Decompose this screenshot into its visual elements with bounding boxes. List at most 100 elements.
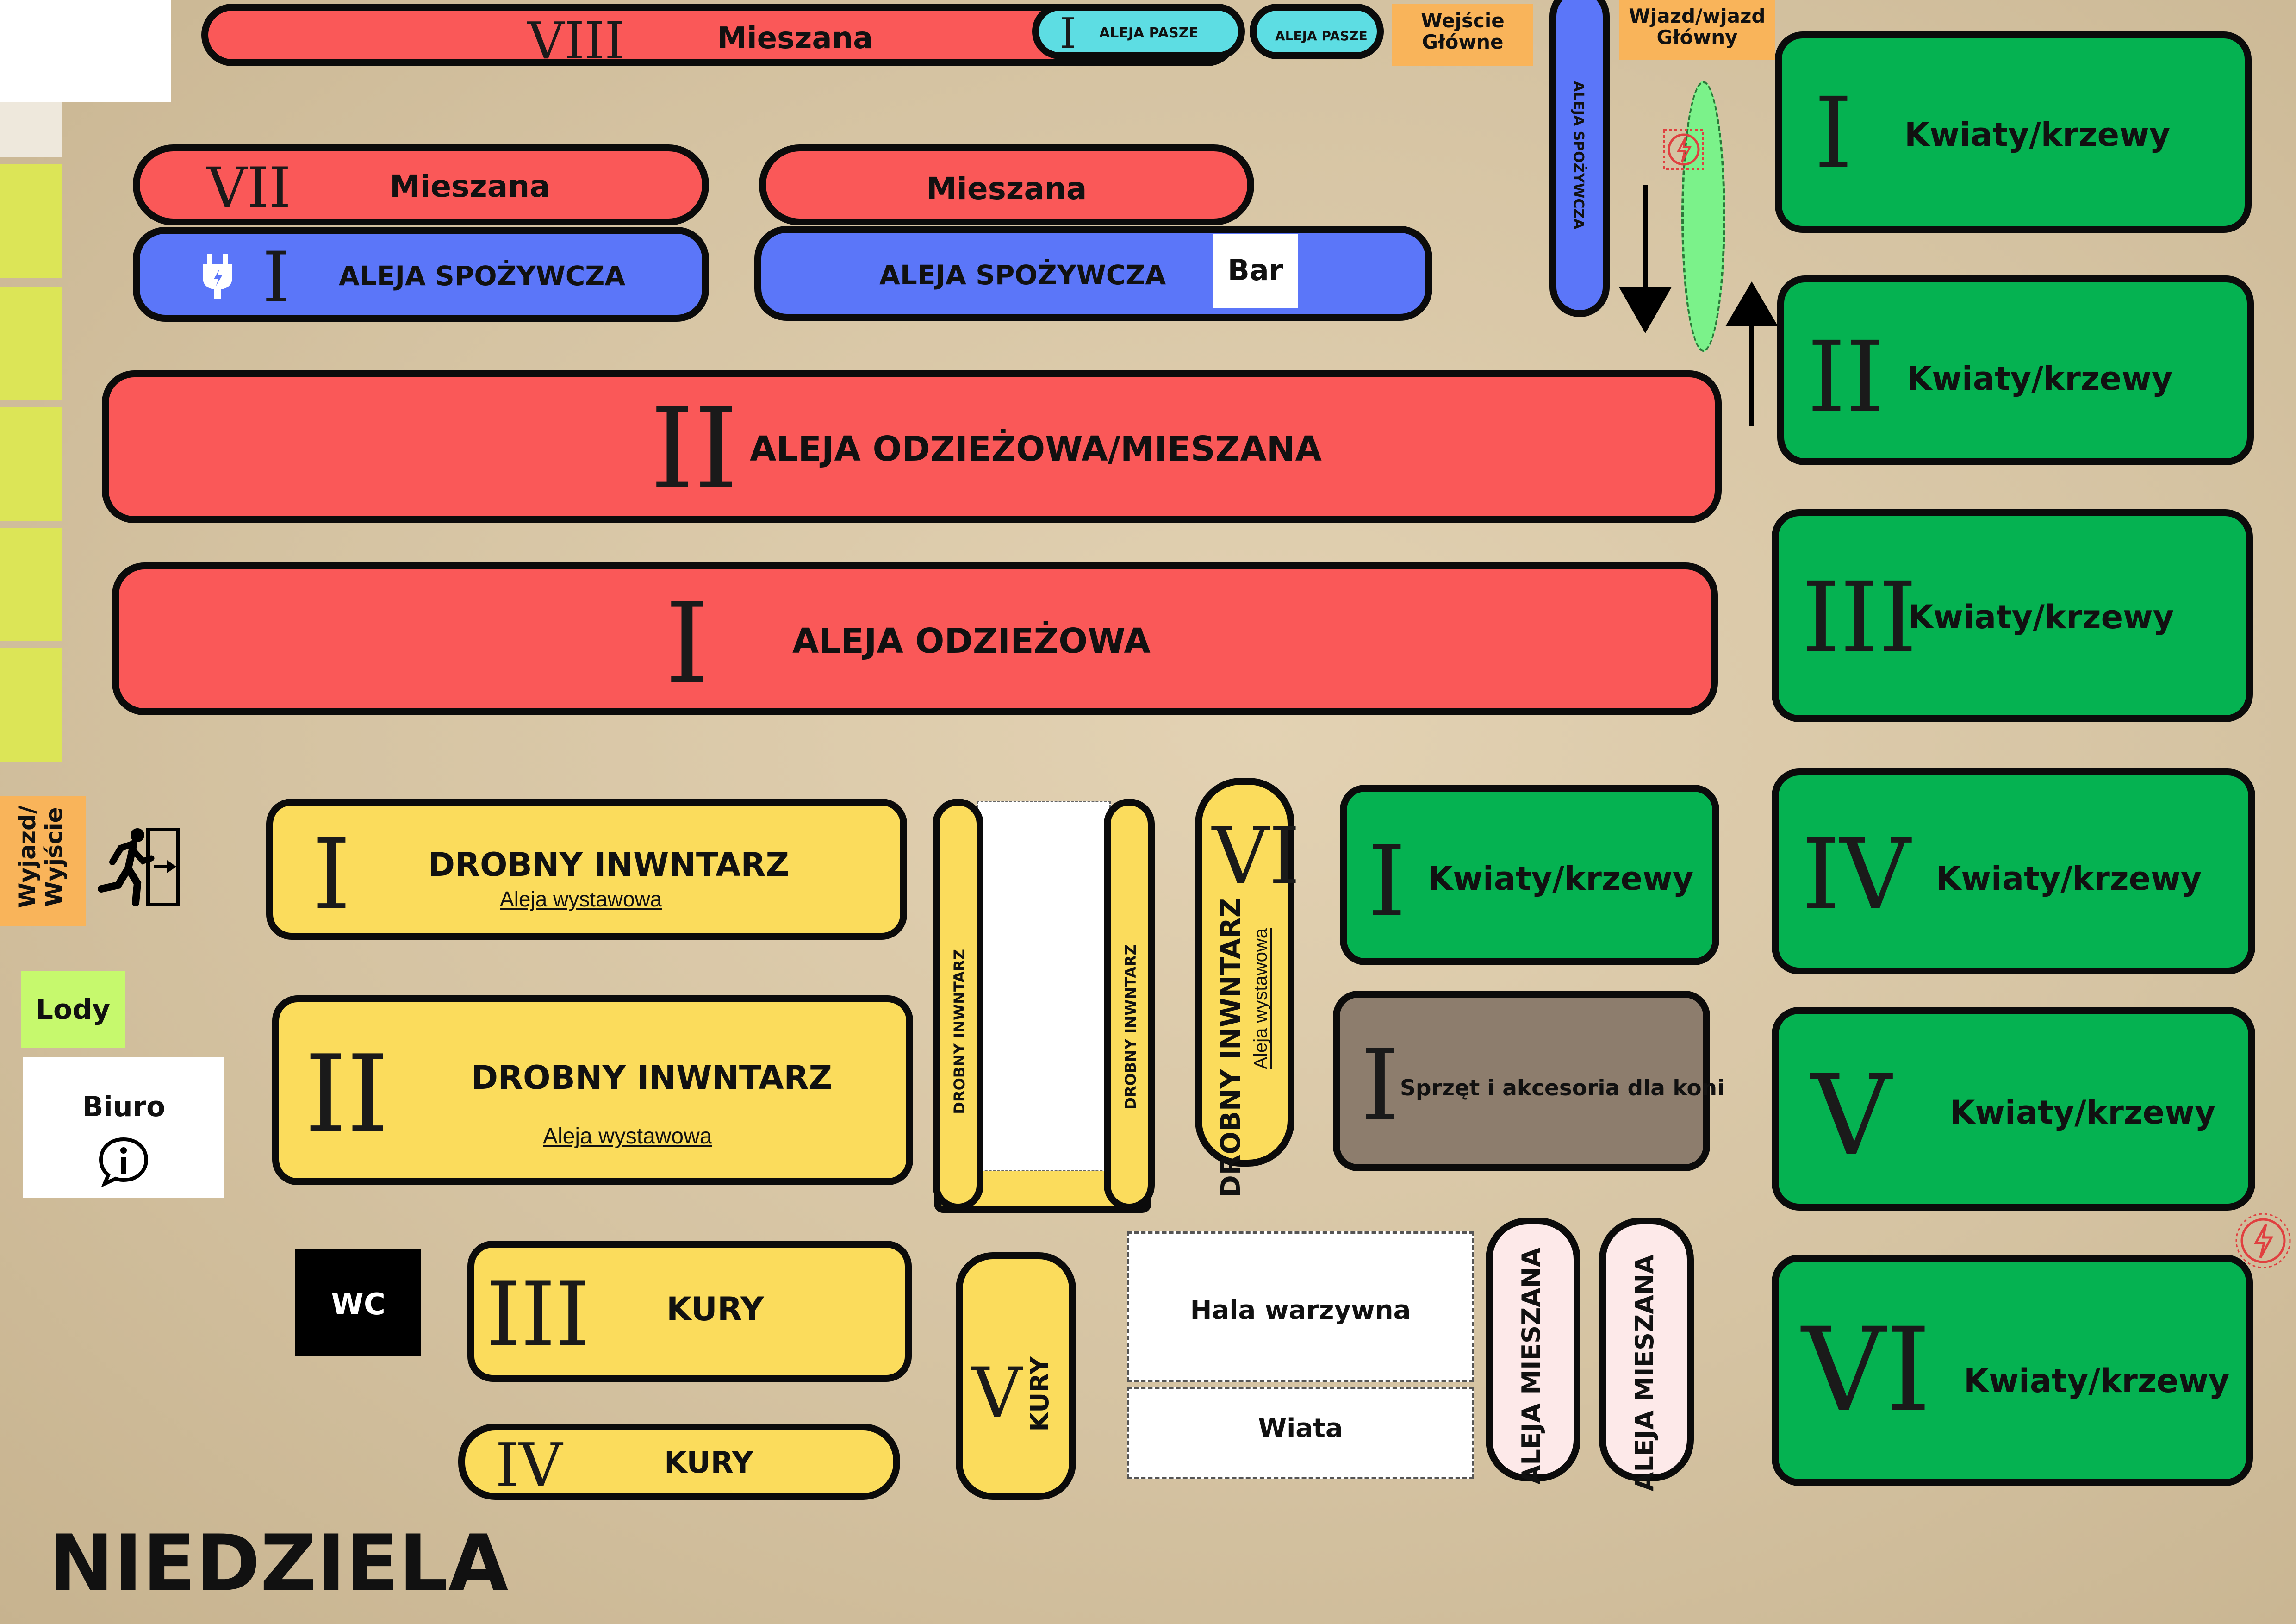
parking-strip xyxy=(0,287,62,400)
row-label: Kwiaty/krzewy xyxy=(1950,1093,2216,1131)
row-label: ALEJA PASZE xyxy=(1099,25,1198,41)
hall-label: Hala warzywna xyxy=(1190,1295,1411,1325)
row-label: Kwiaty/krzewy xyxy=(1908,598,2174,636)
row-numeral: VI xyxy=(1212,811,1300,902)
entrance-label: Wejście Główne xyxy=(1421,9,1505,54)
vertical-label: DROBNY INWNTARZ xyxy=(951,949,968,1114)
row-label: Kwiaty/krzewy xyxy=(1904,116,2171,154)
row-label: KURY xyxy=(666,1290,764,1328)
row-label: Kwiaty/krzewy xyxy=(1936,860,2202,898)
clothing-mixed-alley[interactable]: II ALEJA ODZIEŻOWA/MIESZANA xyxy=(102,370,1722,523)
row-numeral: III xyxy=(1802,561,1917,675)
mixed-alley-2[interactable]: ALEJA MIESZANA xyxy=(1599,1218,1694,1491)
row-vii-mixed[interactable]: VII Mieszana xyxy=(133,144,709,225)
arrow-down-icon xyxy=(1619,185,1672,333)
row-sublabel: Aleja wystawowa xyxy=(543,1124,712,1149)
row-numeral: VIII xyxy=(528,11,625,70)
parking-strip xyxy=(0,528,62,641)
row-numeral: I xyxy=(262,237,290,318)
small-livestock-row-2[interactable]: II DROBNY INWNTARZ Aleja wystawowa xyxy=(272,995,913,1185)
exit[interactable]: Wyjazd/ Wyjście xyxy=(0,796,86,926)
bar-label: Bar xyxy=(1227,253,1283,287)
wc-label: WC xyxy=(331,1287,386,1322)
row-numeral: II xyxy=(650,384,738,514)
small-livestock-vi[interactable]: VI DROBNY INWNTARZ Aleja wystawowa xyxy=(1195,778,1300,1197)
small-livestock-vertical-right[interactable]: DROBNY INWNTARZ xyxy=(1104,799,1155,1211)
row-label: Sprzęt i akcesoria dla koni xyxy=(1400,1075,1725,1101)
day-title: NIEDZIELA xyxy=(49,1518,509,1609)
row-numeral: IV xyxy=(1802,818,1910,931)
parking-strip xyxy=(0,164,62,278)
clothing-alley[interactable]: I ALEJA ODZIEŻOWA xyxy=(112,562,1718,715)
row-label: Kwiaty/krzewy xyxy=(1428,860,1694,898)
mixed-alley-1[interactable]: ALEJA MIESZANA xyxy=(1486,1218,1580,1485)
exhibition-space xyxy=(977,801,1111,1171)
vertical-label: DROBNY INWNTARZ xyxy=(1122,944,1139,1110)
flowers-middle[interactable]: I Kwiaty/krzewy xyxy=(1340,785,1719,965)
flowers-row-5[interactable]: V Kwiaty/krzewy xyxy=(1772,1007,2255,1211)
ice-cream-label: Lody xyxy=(35,993,111,1026)
row-label: ALEJA ODZIEŻOWA xyxy=(792,621,1151,661)
emergency-exit-icon xyxy=(98,828,180,906)
food-alley-vertical[interactable]: ALEJA SPOŻYWCZA xyxy=(1549,0,1610,317)
row-label: ALEJA SPOŻYWCZA xyxy=(879,259,1166,291)
food-alley-left[interactable]: I ALEJA SPOŻYWCZA xyxy=(133,227,709,322)
poultry-row-iii[interactable]: III KURY xyxy=(467,1241,912,1382)
row-label: Kwiaty/krzewy xyxy=(1907,360,2173,398)
row-numeral: I xyxy=(1361,1029,1399,1142)
small-livestock-vertical-left[interactable]: DROBNY INWNTARZ xyxy=(933,799,983,1211)
power-plug-icon xyxy=(203,254,232,299)
flowers-row-3[interactable]: III Kwiaty/krzewy xyxy=(1772,509,2253,722)
left-edge-area xyxy=(0,102,62,157)
vegetable-hall[interactable]: Hala warzywna xyxy=(1127,1231,1474,1382)
row-numeral: V xyxy=(972,1353,1022,1434)
arrow-up-icon xyxy=(1725,281,1778,426)
wc[interactable]: WC xyxy=(295,1249,421,1356)
row-label: ALEJA SPOŻYWCZA xyxy=(339,260,626,292)
row-numeral: III xyxy=(486,1263,591,1366)
main-entrance[interactable]: Wejście Główne xyxy=(1392,4,1533,66)
row-numeral: I xyxy=(312,818,351,931)
feed-alley-2[interactable]: ALEJA PASZE xyxy=(1250,4,1384,59)
small-livestock-row-1[interactable]: I DROBNY INWNTARZ Aleja wystawowa xyxy=(266,799,907,940)
office-label: Biuro xyxy=(82,1091,166,1123)
row-numeral: I xyxy=(1368,825,1406,938)
row-label: ALEJA ODZIEŻOWA/MIESZANA xyxy=(750,429,1322,469)
food-alley-right[interactable]: ALEJA SPOŻYWCZA xyxy=(754,226,1432,321)
vertical-label: ALEJA SPOŻYWCZA xyxy=(1570,81,1587,230)
row-label: DROBNY INWNTARZ xyxy=(428,846,790,884)
poultry-v[interactable]: V KURY xyxy=(956,1252,1076,1500)
vehicle-entry-label: Wjazd/wjazd Główny xyxy=(1629,5,1766,49)
row-numeral: I xyxy=(1060,9,1076,58)
row-mixed-right[interactable]: Mieszana xyxy=(759,144,1254,225)
row-numeral: I xyxy=(1814,76,1853,190)
row-numeral: II xyxy=(1807,320,1884,434)
flowers-row-2[interactable]: II Kwiaty/krzewy xyxy=(1777,275,2254,465)
ice-cream-stand[interactable]: Lody xyxy=(21,971,125,1048)
charging-icon xyxy=(2235,1211,2291,1271)
vehicle-entry[interactable]: Wjazd/wjazd Główny xyxy=(1619,0,1775,60)
row-numeral: VI xyxy=(1802,1303,1931,1437)
parking-strip xyxy=(0,407,62,521)
row-numeral: VII xyxy=(207,156,291,220)
feed-alley-1[interactable]: I ALEJA PASZE xyxy=(1032,4,1245,59)
flowers-row-4[interactable]: IV Kwiaty/krzewy xyxy=(1772,768,2255,974)
row-numeral: IV xyxy=(495,1430,563,1500)
charging-icon xyxy=(1661,127,1706,172)
vertical-label: ALEJA MIESZANA xyxy=(1517,1248,1546,1485)
office[interactable]: Biuro xyxy=(23,1057,224,1198)
row-numeral: I xyxy=(665,579,709,708)
row-numeral: V xyxy=(1811,1051,1892,1181)
bar[interactable]: Bar xyxy=(1213,234,1298,308)
flowers-row-1[interactable]: I Kwiaty/krzewy xyxy=(1775,31,2252,233)
row-label: KURY xyxy=(664,1446,753,1480)
shelter[interactable]: Wiata xyxy=(1127,1387,1474,1479)
row-sublabel: Aleja wystawowa xyxy=(500,887,662,911)
vertical-sublabel: Aleja wystawowa xyxy=(1251,928,1271,1069)
parking-strip xyxy=(0,648,62,762)
hall-label: Wiata xyxy=(1258,1413,1343,1443)
flowers-row-6[interactable]: VI Kwiaty/krzewy xyxy=(1772,1255,2253,1486)
poultry-row-iv[interactable]: IV KURY xyxy=(458,1424,900,1500)
horse-equipment[interactable]: I Sprzęt i akcesoria dla koni xyxy=(1333,991,1724,1171)
